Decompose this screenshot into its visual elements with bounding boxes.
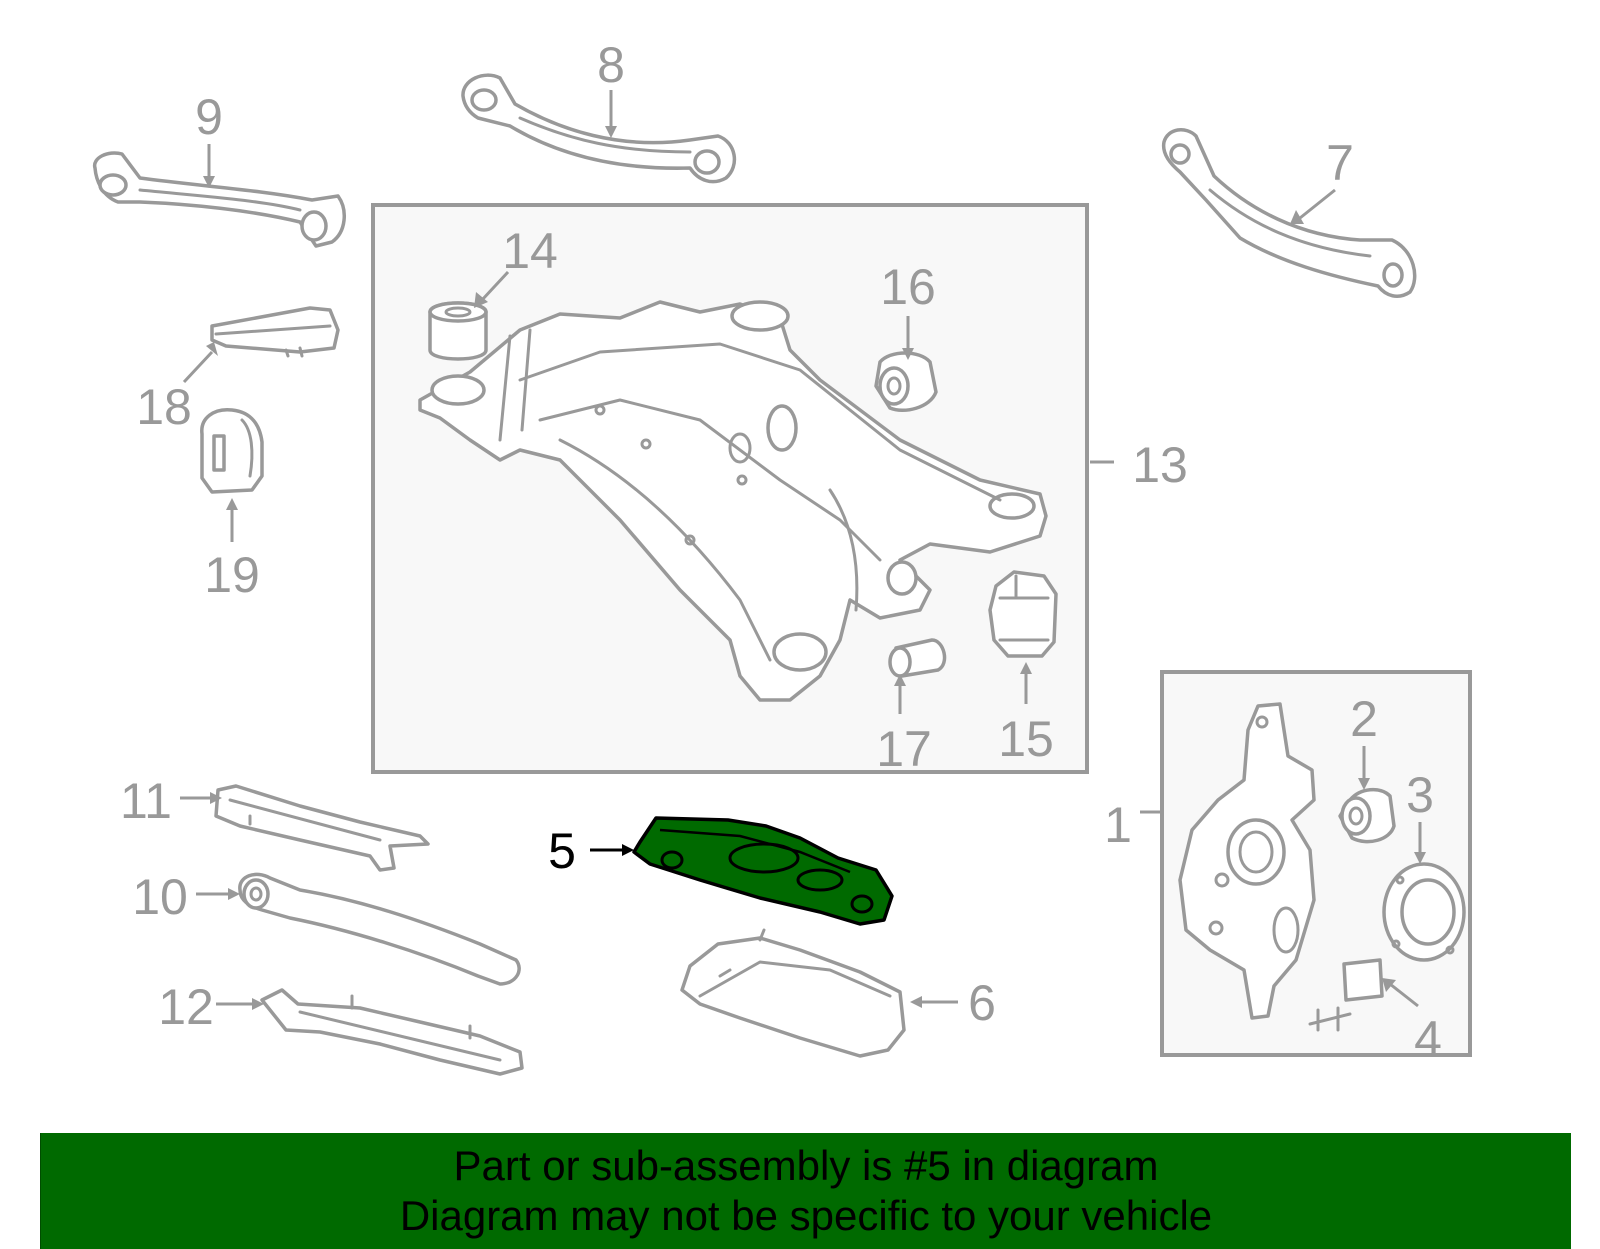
part-15-mount[interactable] (988, 570, 1058, 658)
callout-8: 8 (597, 37, 625, 93)
callout-13: 13 (1132, 437, 1188, 493)
part-13-subframe[interactable] (418, 300, 1048, 702)
callout-7: 7 (1326, 135, 1354, 191)
part-9-control-arm[interactable] (92, 151, 346, 248)
callout-18: 18 (136, 379, 192, 435)
part-8-upper-link[interactable] (461, 73, 737, 184)
callout-15: 15 (998, 711, 1054, 767)
callout-14: 14 (502, 223, 558, 279)
callout-3: 3 (1406, 767, 1434, 823)
callout-4: 4 (1414, 1011, 1442, 1067)
info-banner: Part or sub-assembly is #5 in diagram Di… (40, 1133, 1571, 1249)
part-16-bushing[interactable] (874, 351, 938, 413)
callout-16: 16 (880, 259, 936, 315)
part-1-knuckle[interactable] (1178, 702, 1316, 1020)
part-18-bracket[interactable] (210, 306, 340, 358)
part-12-bracket[interactable] (260, 988, 524, 1076)
part-5-lower-control-arm[interactable] (632, 816, 894, 926)
part-6-cover[interactable] (680, 928, 906, 1058)
callout-6: 6 (968, 975, 996, 1031)
part-10-link[interactable] (238, 872, 521, 986)
part-2-bushing[interactable] (1338, 787, 1396, 844)
part-3-hub-bearing[interactable] (1382, 862, 1466, 962)
banner-line-2: Diagram may not be specific to your vehi… (399, 1192, 1213, 1239)
callout-19: 19 (204, 547, 260, 603)
callout-11: 11 (120, 773, 172, 829)
part-17-sleeve[interactable] (888, 638, 947, 678)
callout-2: 2 (1350, 691, 1378, 747)
leader-arrows (180, 90, 1426, 1010)
banner-line-1: Part or sub-assembly is #5 in diagram (453, 1142, 1159, 1189)
part-11-strut[interactable] (214, 784, 430, 872)
callout-10: 10 (132, 869, 188, 925)
callout-12: 12 (158, 979, 214, 1035)
callout-5: 5 (548, 823, 576, 879)
part-14-bushing[interactable] (428, 301, 488, 361)
part-19-mount[interactable] (200, 408, 264, 494)
callout-9: 9 (195, 89, 223, 145)
callout-1: 1 (1104, 797, 1132, 853)
part-7-upper-arm[interactable] (1161, 128, 1417, 298)
part-4-clip[interactable] (1308, 958, 1384, 1032)
callout-17: 17 (876, 721, 932, 777)
